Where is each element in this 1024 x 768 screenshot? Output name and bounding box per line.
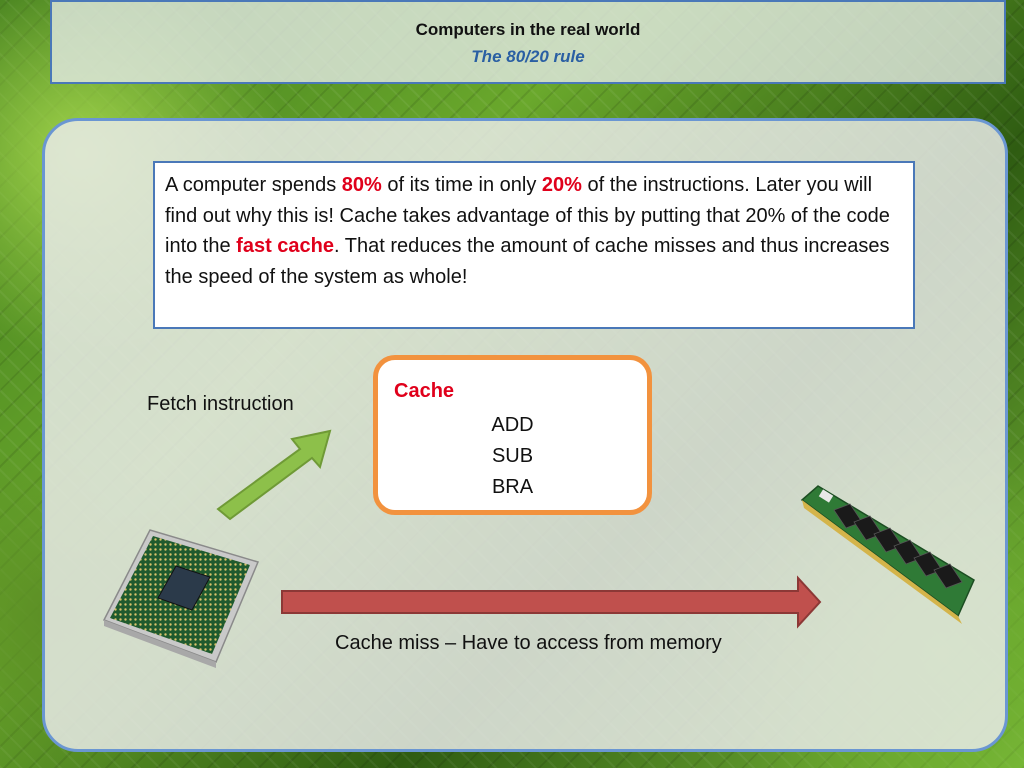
cache-miss-arrow-icon xyxy=(281,575,822,629)
highlight-fast-cache: fast cache xyxy=(236,235,335,257)
slide-subtitle: The 80/20 rule xyxy=(471,47,585,66)
cache-title: Cache xyxy=(394,380,455,402)
memory-module-icon xyxy=(800,485,975,624)
slide-title: Computers in the real world xyxy=(415,20,641,39)
cache-miss-label: Cache miss – Have to access from memory xyxy=(335,632,722,654)
explanation-text-2: of its time in only xyxy=(381,174,542,196)
cache-item-add: ADD xyxy=(491,414,534,436)
explanation-text-3: of the instructions. Later you will find… xyxy=(165,174,890,257)
explanation-text-4: . That reduces the amount of cache misse… xyxy=(165,235,890,288)
fetch-arrow-icon xyxy=(216,429,332,521)
cache-item-sub: SUB xyxy=(491,445,534,467)
highlight-20-percent: 20% xyxy=(541,174,582,196)
explanation-textbox: A computer spends 80% of its time in onl… xyxy=(153,161,915,329)
cache-box: Cache ADD SUB BRA xyxy=(373,355,652,515)
title-banner: Computers in the real world The 80/20 ru… xyxy=(50,0,1006,84)
cache-item-bra: BRA xyxy=(491,476,534,498)
cache-instruction-list: ADD SUB BRA xyxy=(378,410,647,503)
cpu-chip-icon xyxy=(102,529,260,668)
highlight-80-percent: 80% xyxy=(341,174,382,196)
explanation-text-1: A computer spends xyxy=(165,174,342,196)
fetch-instruction-label: Fetch instruction xyxy=(147,393,294,415)
